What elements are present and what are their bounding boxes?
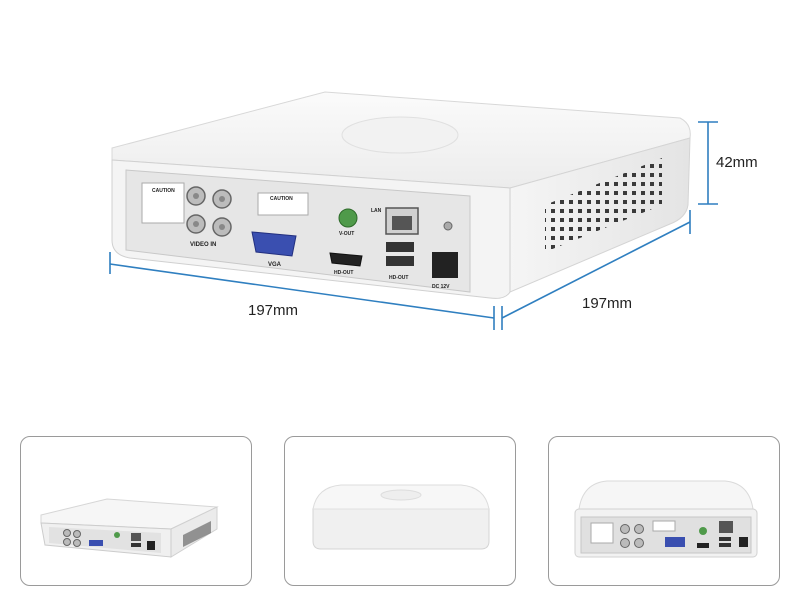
hd-out-label: HD-OUT bbox=[334, 270, 353, 276]
usb-port-1 bbox=[386, 242, 414, 252]
vga-port bbox=[251, 231, 297, 257]
v-out-label: V-OUT bbox=[339, 231, 354, 237]
usb-hd-out-label: HD-OUT bbox=[389, 275, 408, 281]
lan-label: LAN bbox=[371, 208, 382, 214]
v-out-port bbox=[338, 208, 358, 228]
thumbnail-angled-view[interactable] bbox=[20, 436, 252, 586]
video-in-label: VIDEO IN bbox=[190, 242, 216, 248]
width-dimension-line bbox=[109, 252, 495, 330]
power-indicator bbox=[443, 221, 453, 231]
product-main-image: CAUTION VIDEO IN CAUTION VGA V-OUT HD-OU… bbox=[109, 91, 718, 330]
height-dimension-line bbox=[698, 121, 718, 205]
thumbnail-rear-view[interactable] bbox=[548, 436, 780, 586]
usb-port-2 bbox=[386, 256, 414, 266]
dc-label: DC 12V bbox=[432, 284, 450, 290]
depth-dimension-line bbox=[501, 210, 691, 330]
top-logo bbox=[341, 116, 459, 154]
side-vents bbox=[545, 158, 662, 252]
caution-text-middle: CAUTION bbox=[270, 196, 293, 202]
hdmi-port bbox=[329, 252, 363, 267]
caution-label-middle bbox=[257, 192, 309, 216]
rear-panel bbox=[125, 169, 471, 293]
vga-label: VGA bbox=[268, 262, 282, 268]
thumbnail-front-view[interactable] bbox=[284, 436, 516, 586]
dc-port bbox=[432, 252, 458, 278]
width-label: 197mm bbox=[248, 302, 299, 319]
height-label: 42mm bbox=[716, 154, 758, 171]
caution-text-left: CAUTION bbox=[152, 188, 175, 194]
caution-label-left bbox=[141, 182, 185, 224]
depth-label: 197mm bbox=[582, 295, 633, 312]
